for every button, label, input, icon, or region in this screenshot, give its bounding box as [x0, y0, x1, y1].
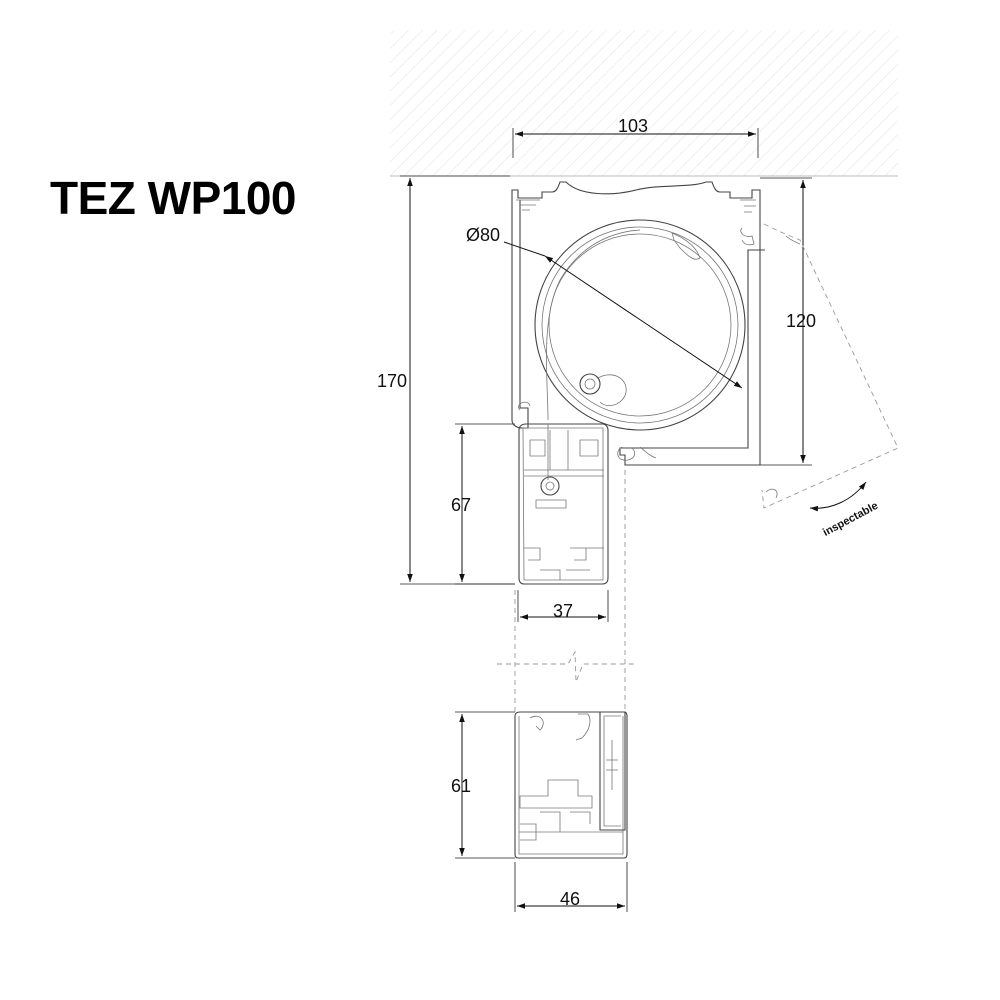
headbox-profile	[511, 181, 899, 509]
roller-tube: Ø80	[466, 219, 746, 431]
product-title: TEZ WP100	[50, 172, 297, 224]
break-continuation	[497, 470, 637, 712]
bottom-bar-profile	[514, 711, 628, 859]
box-height-label: 120	[786, 311, 816, 331]
inspectable-label: inspectable	[821, 500, 880, 539]
dimension-guide-height: 67	[451, 423, 515, 585]
top-width-label: 103	[618, 116, 648, 136]
dimension-box-height: 120	[760, 177, 816, 466]
inspectable-annotation: inspectable	[809, 481, 880, 539]
dimension-top-width: 103	[512, 116, 759, 158]
bottom-height-label: 61	[451, 776, 471, 796]
guide-width-label: 37	[553, 601, 573, 621]
dimension-guide-width: 37	[517, 590, 609, 622]
dimension-bottom-height: 61	[451, 711, 515, 859]
diameter-label: Ø80	[466, 225, 500, 245]
total-height-label: 170	[377, 371, 407, 391]
ceiling-hatch	[390, 30, 898, 177]
guide-profile	[518, 423, 609, 585]
bottom-width-label: 46	[560, 889, 580, 909]
dimension-bottom-width: 46	[514, 862, 628, 912]
guide-height-label: 67	[451, 495, 471, 515]
